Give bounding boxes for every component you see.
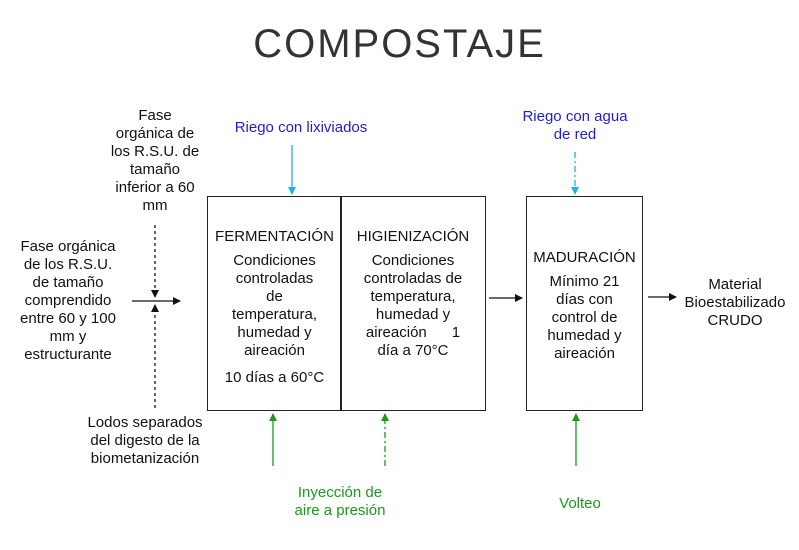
box-maduracion <box>526 196 643 411</box>
stage-fermentacion: FERMENTACIÓN Condiciones controladas de … <box>209 228 340 387</box>
stage-maduracion-line: control de <box>551 309 618 326</box>
input-fase-mid: Fase orgánica de los R.S.U. de tamaño co… <box>6 238 130 364</box>
input-fase-small-line: mm <box>142 197 168 214</box>
diagram-title: COMPOSTAJE <box>253 22 546 66</box>
input-fase-mid-line: estructurante <box>24 346 112 363</box>
input-fase-mid-line: comprendido <box>24 292 112 309</box>
stage-fermentacion-line: controladas <box>235 270 314 287</box>
input-fase-small-line: inferior a 60 <box>115 179 195 196</box>
stage-maduracion-title: MADURACIÓN <box>533 249 636 266</box>
input-fase-small-line: los R.S.U. de <box>110 143 200 160</box>
label-inyeccion-aire-line: aire a presión <box>294 502 386 519</box>
box-fermentacion-higienizacion <box>207 196 486 411</box>
label-riego-agua: Riego con agua de red <box>505 108 645 144</box>
input-fase-mid-line: de tamaño <box>32 274 104 291</box>
input-lodos-line: Lodos separados <box>87 414 203 431</box>
input-fase-small-line: orgánica de <box>115 125 195 142</box>
output-material: Material Bioestabilizado CRUDO <box>676 276 794 330</box>
stage-maduracion-line: aireación <box>554 345 615 362</box>
input-fase-mid-line: entre 60 y 100 <box>20 310 116 327</box>
input-fase-small: Fase orgánica de los R.S.U. de tamaño in… <box>92 107 218 215</box>
label-inyeccion-aire-line: Inyección de <box>297 484 383 501</box>
label-riego-agua-line: de red <box>553 126 597 143</box>
stage-fermentacion-line: Condiciones <box>233 252 316 269</box>
stage-maduracion-line: humedad y <box>547 327 622 344</box>
stage-higienizacion-line: controladas de <box>363 270 463 287</box>
stage-higienizacion-line: humedad y <box>375 306 451 323</box>
stage-higienizacion-line: Condiciones <box>371 252 455 269</box>
stage-higienizacion-line: aireación 1 <box>365 324 461 341</box>
stage-fermentacion-line: aireación <box>244 342 305 359</box>
label-inyeccion-aire: Inyección de aire a presión <box>265 484 415 520</box>
stage-maduracion-line: días con <box>556 291 613 308</box>
input-fase-mid-line: mm y <box>49 328 87 345</box>
stage-higienizacion: HIGIENIZACIÓN Condiciones controladas de… <box>342 228 484 360</box>
input-fase-small-line: tamaño <box>129 161 181 178</box>
stage-higienizacion-title: HIGIENIZACIÓN <box>356 228 470 245</box>
input-lodos-line: del digesto de la <box>90 432 200 449</box>
output-material-line: Bioestabilizado <box>684 294 786 311</box>
stage-higienizacion-line: temperatura, <box>370 288 456 305</box>
stage-maduracion-line: Mínimo 21 <box>549 273 620 290</box>
label-riego-agua-line: Riego con agua <box>522 108 628 125</box>
input-fase-mid-line: de los R.S.U. <box>23 256 113 273</box>
stage-higienizacion-line: día a 70°C <box>377 342 449 359</box>
box-divider <box>340 196 342 411</box>
input-lodos-line: biometanización <box>90 450 200 467</box>
label-volteo: Volteo <box>559 495 601 512</box>
stage-fermentacion-line: de <box>266 288 283 305</box>
output-material-line: Material <box>708 276 762 293</box>
input-fase-mid-line: Fase orgánica <box>20 238 116 255</box>
stage-fermentacion-line: humedad y <box>237 324 312 341</box>
input-fase-small-line: Fase <box>138 107 172 124</box>
stage-fermentacion-title: FERMENTACIÓN <box>215 228 334 245</box>
stage-maduracion: MADURACIÓN Mínimo 21 días con control de… <box>527 249 642 363</box>
label-riego-lixiviados: Riego con lixiviados <box>234 119 368 136</box>
input-lodos: Lodos separados del digesto de la biomet… <box>70 414 220 468</box>
output-material-line: CRUDO <box>707 312 763 329</box>
stage-fermentacion-line: temperatura, <box>231 306 318 323</box>
stage-fermentacion-duration: 10 días a 60°C <box>224 369 325 386</box>
